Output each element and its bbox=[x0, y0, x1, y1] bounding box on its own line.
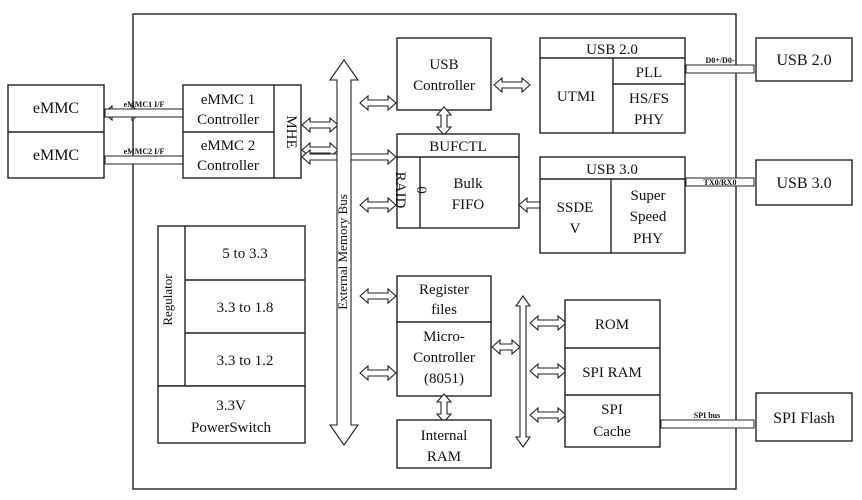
buffer-control: BUFCTL RAID 0 Bulk FIFO bbox=[392, 133, 520, 229]
reg-3.3-to-1.2: 3.3 to 1.2 bbox=[217, 353, 274, 369]
micro-to-bus-arrow bbox=[491, 338, 521, 356]
usb20-lines-label: D0+/D0- bbox=[706, 56, 735, 65]
internal-ram-line1: Internal bbox=[421, 428, 468, 444]
micro-controller-line2: Controller bbox=[413, 350, 475, 366]
power-switch-line2: PowerSwitch bbox=[191, 420, 271, 436]
raid-label: RAID bbox=[392, 172, 408, 209]
micro-controller-line1: Micro- bbox=[423, 329, 465, 345]
regulator-block: Regulator 5 to 3.3 3.3 to 1.8 3.3 to 1.2… bbox=[157, 225, 306, 444]
usb20-title: USB 2.0 bbox=[586, 42, 638, 58]
mhe-label: MHE bbox=[283, 115, 299, 148]
usb20-block: USB 2.0 UTMI PLL HS/FS PHY bbox=[539, 37, 686, 134]
spi-bus-label: SPI bus bbox=[694, 411, 720, 420]
usb-controller-line2: Controller bbox=[413, 78, 475, 94]
usb30-port-label: USB 3.0 bbox=[776, 175, 831, 192]
peripheral-bus bbox=[514, 295, 532, 448]
spi-flash-label: SPI Flash bbox=[773, 410, 835, 427]
regulator-label: Regulator bbox=[160, 274, 175, 326]
memory-peripherals: ROM SPI RAM SPI Cache bbox=[564, 299, 661, 448]
micro-controller-line3: (8051) bbox=[424, 371, 464, 387]
spi-cache-line1: SPI bbox=[601, 402, 623, 418]
usb20-port-label: USB 2.0 bbox=[776, 52, 831, 69]
emmc2-controller-line1: eMMC 2 bbox=[201, 138, 256, 154]
usb20-link: D0+/D0- bbox=[685, 56, 755, 74]
usb30-lines-label: TX0/RX0 bbox=[704, 178, 737, 187]
bulk-fifo-line2: FIFO bbox=[452, 197, 485, 213]
register-files-line1: Register bbox=[419, 282, 469, 298]
usb30-title: USB 3.0 bbox=[586, 162, 638, 178]
raid-level: 0 bbox=[413, 186, 429, 194]
hsfs-phy-line1: HS/FS bbox=[629, 91, 669, 107]
utmi-label: UTMI bbox=[557, 89, 595, 105]
ext-bus-label: External Memory Bus bbox=[335, 194, 350, 310]
emmc2-if-label: eMMC2 I/F bbox=[124, 147, 165, 156]
internal-ram-line2: RAM bbox=[427, 449, 461, 465]
usb20-port: USB 2.0 bbox=[755, 37, 853, 82]
reg-5-to-3.3: 5 to 3.3 bbox=[222, 246, 267, 262]
pll-label: PLL bbox=[636, 65, 663, 81]
microcontroller-block: Register files Micro- Controller (8051) bbox=[396, 275, 492, 397]
ss-phy-line2: Speed bbox=[630, 209, 667, 225]
reg-3.3-to-1.8: 3.3 to 1.8 bbox=[217, 300, 274, 316]
emmc-controllers: eMMC 1 Controller eMMC 2 Controller MHE bbox=[182, 84, 302, 179]
ss-phy-line1: Super bbox=[631, 188, 666, 204]
register-files-line2: files bbox=[431, 302, 457, 318]
emmc1-controller-line1: eMMC 1 bbox=[201, 92, 256, 108]
internal-ram: Internal RAM bbox=[396, 419, 492, 469]
emmc1-if-label: eMMC1 I/F bbox=[124, 100, 165, 109]
external-memory-bus: External Memory Bus bbox=[328, 59, 360, 446]
ssdev-line1: SSDE bbox=[557, 200, 594, 216]
emmc2-controller-line2: Controller bbox=[197, 158, 259, 174]
ss-phy-line3: PHY bbox=[633, 231, 663, 247]
usb30-link: TX0/RX0 bbox=[685, 177, 755, 187]
spi-ram-label: SPI RAM bbox=[582, 365, 642, 381]
usb30-port: USB 3.0 bbox=[755, 159, 853, 206]
usb-controller-line1: USB bbox=[429, 57, 458, 73]
spi-link: SPI bus bbox=[660, 411, 755, 429]
rom-label: ROM bbox=[595, 317, 629, 333]
spi-flash: SPI Flash bbox=[755, 392, 853, 442]
power-switch-line1: 3.3V bbox=[216, 398, 246, 414]
usb-controller: USB Controller bbox=[396, 37, 492, 111]
bulk-fifo-line1: Bulk bbox=[453, 176, 483, 192]
usb30-block: USB 3.0 SSDE V Super Speed PHY bbox=[539, 156, 686, 254]
hsfs-phy-line2: PHY bbox=[634, 112, 664, 128]
emmc1-label: eMMC bbox=[33, 100, 79, 117]
bufctl-label: BUFCTL bbox=[429, 139, 487, 155]
spi-cache-line2: Cache bbox=[593, 424, 631, 440]
external-emmc-group: eMMC eMMC bbox=[7, 84, 105, 179]
emmc1-controller-line2: Controller bbox=[197, 112, 259, 128]
ssdev-line2: V bbox=[570, 221, 581, 237]
emmc2-label: eMMC bbox=[33, 147, 79, 164]
